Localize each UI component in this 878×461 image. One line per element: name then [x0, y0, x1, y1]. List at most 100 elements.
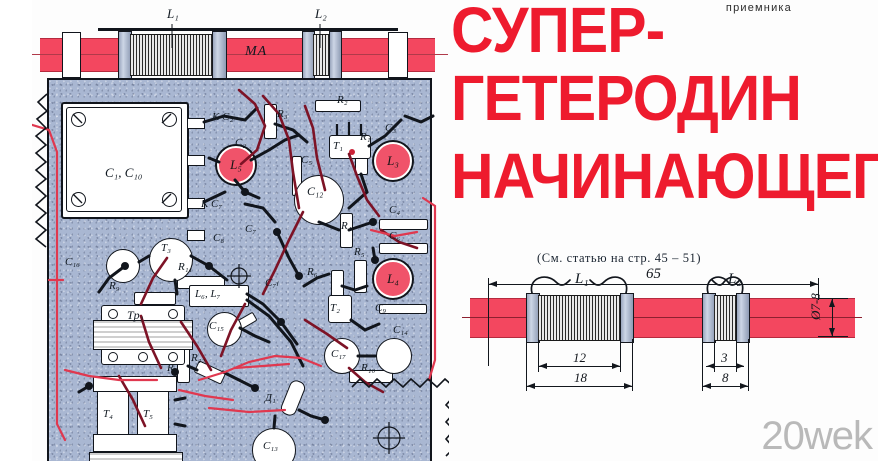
dim-8-line	[702, 386, 748, 387]
kicker-text: приемника	[725, 2, 792, 14]
dim-12-line	[538, 366, 620, 367]
dim-12-arrow-left	[539, 363, 547, 369]
label-c4: C₄	[389, 204, 401, 216]
transistor-t2	[328, 295, 352, 323]
label-cp: C₇ₗ	[265, 277, 278, 289]
label-r3: R₃	[277, 108, 288, 120]
dim-label-l2: L₂	[728, 271, 742, 287]
dim-diameter-text: Ø7-8	[808, 293, 823, 320]
headline-block: приемника СУПЕР- ГЕТЕРОДИН НАЧИНАЮЩЕГО	[449, 0, 878, 240]
dim-3-ext-left	[714, 339, 715, 372]
dim-12-ext-left	[538, 339, 539, 372]
l2-winding	[313, 34, 329, 76]
label-c2: C₂	[235, 137, 247, 149]
label-c3: C₃	[385, 122, 397, 134]
dim-dia-ext-top	[818, 298, 848, 299]
l1-winding	[130, 34, 212, 76]
dim-8-arrow-left	[703, 383, 711, 389]
dim-12-arrow-right	[612, 363, 620, 369]
alignment-crosshairs	[227, 264, 405, 454]
dim-8-text: 8	[722, 370, 729, 385]
pcb-illustration: МА L₁ L₂	[2, 6, 449, 461]
label-c17: C₁₇	[331, 348, 346, 360]
dim-l2-winding	[714, 295, 736, 341]
rod-clamp-left	[62, 32, 81, 78]
pcb-wires-red	[2, 88, 437, 442]
torn-edge-left	[34, 93, 49, 248]
dim-label-l1: L₁	[575, 271, 589, 287]
tp1-term-1	[108, 309, 118, 319]
dim-18-arrow-left	[527, 383, 535, 389]
capacitor-c12	[294, 175, 344, 225]
resistor-r4	[340, 213, 353, 248]
ferrite-rod-top	[40, 38, 435, 72]
label-r10: R₁₀	[361, 362, 376, 374]
label-tp1: Tp₁	[127, 308, 144, 322]
dim-l2-right-cheek	[736, 293, 750, 343]
label-c5: C₅	[301, 154, 313, 166]
tp1-term-4	[138, 352, 148, 362]
dim-dia-ext-bottom	[818, 336, 848, 337]
label-r1: R₁	[360, 131, 371, 143]
rod-clamp-right	[388, 32, 408, 78]
dim-8-ext-right	[748, 339, 749, 391]
headline-line-3: НАЧИНАЮЩЕГО	[451, 140, 878, 212]
label-t5: T₅	[143, 408, 153, 420]
tp1-term-2	[168, 309, 178, 319]
label-c13: C₁₃	[263, 440, 278, 452]
dim-3-ext-right	[736, 339, 737, 372]
t4-t5-bottom-bar	[93, 434, 177, 452]
rod-coil-label-l1: L₁	[167, 6, 179, 21]
edge-pad-3	[187, 198, 205, 209]
dim-12-text: 12	[573, 350, 586, 365]
dim-dia-line	[832, 298, 833, 336]
rod-mount-rail	[98, 28, 398, 31]
screw-slots	[72, 113, 172, 204]
dim-3-arrow-right	[736, 363, 744, 369]
headline-line-2: ГЕТЕРОДИН	[451, 62, 802, 134]
dim-18-ext-left	[526, 339, 527, 391]
dim-8-arrow-right	[740, 383, 748, 389]
label-r8: R₈	[167, 362, 178, 374]
headline-line-1: СУПЕР-	[451, 0, 665, 66]
screw-tr	[162, 112, 177, 127]
dim-18-text: 18	[574, 370, 587, 385]
pcb-traces-black	[77, 106, 435, 430]
dim-3-line	[706, 366, 744, 367]
winding-dimension-drawing: L₁ L₂ 65 12 18 3 8	[462, 266, 878, 435]
tp1-term-3	[108, 352, 118, 362]
coil-can-l4: L₄	[374, 260, 412, 298]
tp1-term-5	[168, 352, 178, 362]
capacitor-c13	[252, 428, 296, 461]
label-r11: R₁₁	[178, 261, 193, 273]
label-t1: T₁	[333, 140, 343, 152]
label-c8: C₈	[213, 232, 225, 244]
rod-centerline-top	[28, 54, 448, 55]
torn-edge-bottom-right	[351, 377, 449, 457]
dim-12-ext-right	[620, 339, 621, 372]
dim-8-ext-left	[702, 339, 703, 391]
dim-18-arrow-right	[624, 383, 632, 389]
dim-65-ext-right	[818, 278, 819, 300]
dim-3-text: 3	[721, 350, 728, 365]
label-t3: T₃	[161, 242, 171, 254]
dim-3-arrow-left	[707, 363, 715, 369]
label-l6-l7: L₆, L₇	[195, 288, 221, 300]
t4-t5-core	[89, 452, 183, 461]
edge-pad-4	[187, 230, 205, 241]
label-r5: R₅	[354, 246, 365, 258]
label-c9: C₉	[375, 302, 387, 314]
label-r12: R₁₂	[191, 352, 206, 364]
dim-65-arrow-left	[489, 281, 497, 287]
dim-65-arrow-right	[810, 281, 818, 287]
label-c1-c10: C₁, C₁₀	[105, 165, 143, 180]
resistor-r2	[315, 100, 361, 112]
label-c15: C₁₅	[209, 320, 224, 332]
dim-coil-leads	[530, 276, 744, 294]
label-r9: R₉	[109, 280, 120, 292]
label-r6: R₆	[307, 266, 318, 278]
coil-can-l3-label: L₃	[387, 153, 399, 168]
rod-leader-lines	[171, 24, 321, 48]
label-k-c7: К C₇	[201, 198, 223, 210]
